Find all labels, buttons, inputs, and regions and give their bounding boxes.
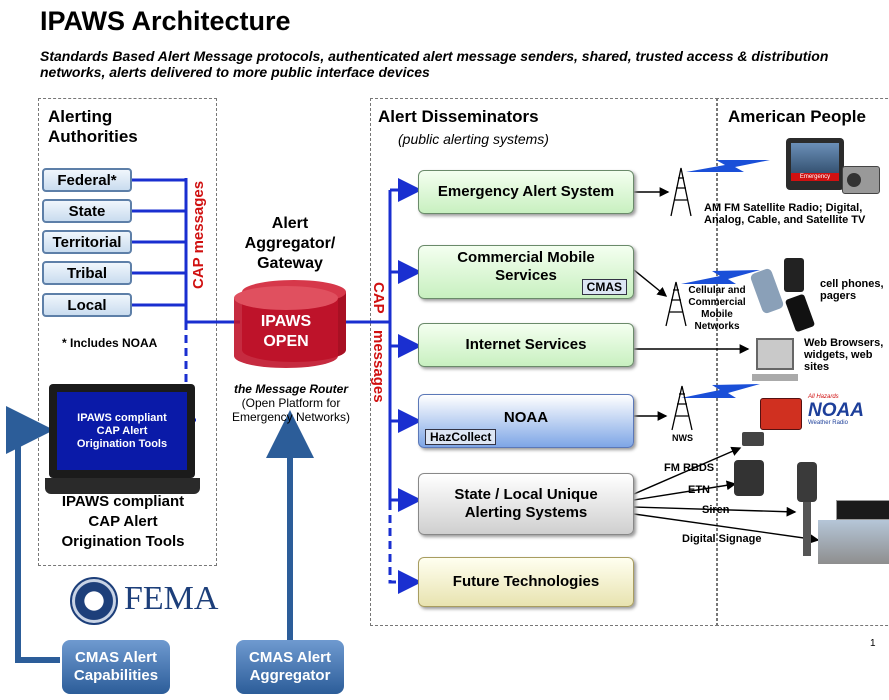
dissem-noaa: NOAA HazCollect <box>418 394 634 448</box>
cmas-aggregator-label: CMAS Alert Aggregator <box>249 649 331 684</box>
noaa-logo-top-text: All Hazards <box>808 394 839 400</box>
dissem-commercial-mobile: Commercial Mobile Services CMAS <box>418 245 634 299</box>
cmas-alert-aggregator-button[interactable]: CMAS Alert Aggregator <box>236 640 344 694</box>
authorities-panel <box>38 98 217 566</box>
authority-tribal: Tribal <box>42 261 132 285</box>
disseminators-panel <box>370 98 718 626</box>
people-panel <box>716 98 889 626</box>
noaa-footnote: * Includes NOAA <box>62 336 158 350</box>
dissem-label: Future Technologies <box>452 573 600 590</box>
fema-logo: FEMA <box>124 580 219 617</box>
dissem-label: Commercial Mobile Services <box>457 249 595 284</box>
database-label: IPAWS OPEN <box>260 313 312 350</box>
disseminators-subheader: (public alerting systems) <box>398 131 549 147</box>
cellular-label: Cellular and Commercial Mobile Networks <box>688 285 746 332</box>
highway-scene-icon <box>818 520 889 564</box>
siren-head-icon <box>797 462 817 502</box>
authority-territorial: Territorial <box>42 230 132 254</box>
tv-icon: Emergency <box>786 138 844 190</box>
fm-rbds-label: FM RBDS <box>664 462 715 474</box>
dhs-seal-icon <box>70 577 118 625</box>
dissem-label: Emergency Alert System <box>437 183 615 200</box>
authority-state: State <box>42 199 132 223</box>
cap-messages-left-label: CAP messages <box>190 180 207 290</box>
dissem-future-technologies: Future Technologies <box>418 557 634 607</box>
people-header: American People <box>728 107 866 126</box>
dissem-label: Internet Services <box>465 336 587 353</box>
dissem-state-local: State / Local Unique Alerting Systems <box>418 473 634 535</box>
laptop-icon: IPAWS compliant CAP Alert Origination To… <box>45 384 200 496</box>
cmas-alert-capabilities-button[interactable]: CMAS Alert Capabilities <box>62 640 170 694</box>
noaa-logo-text: NOAA <box>808 400 864 421</box>
siren-pole-icon <box>803 466 811 556</box>
siren-label: Siren <box>702 504 730 516</box>
cmas-tag: CMAS <box>581 279 627 295</box>
highway-sign-icon <box>836 500 889 520</box>
dissem-internet-services: Internet Services <box>418 323 634 367</box>
authority-federal: Federal* <box>42 168 132 192</box>
pager-icon <box>742 432 764 446</box>
web-label: Web Browsers, widgets, web sites <box>804 337 884 373</box>
radio-icon <box>842 166 880 194</box>
weather-radio-icon <box>760 398 802 430</box>
broadcast-label: AM FM Satellite Radio; Digital, Analog, … <box>704 202 866 226</box>
authorities-header: Alerting Authorities <box>48 107 138 146</box>
telephone-icon <box>734 460 764 496</box>
disseminators-header: Alert Disseminators <box>378 107 539 126</box>
dissem-label: NOAA <box>503 409 549 426</box>
dissem-label: State / Local Unique Alerting Systems <box>454 486 598 521</box>
tools-caption: IPAWS compliant CAP Alert Origination To… <box>61 493 185 550</box>
etn-label: ETN <box>688 484 710 496</box>
page-number: 1 <box>870 638 876 649</box>
page-subtitle: Standards Based Alert Message protocols,… <box>40 48 829 80</box>
computer-icon <box>756 338 794 370</box>
dissem-emergency-alert-system: Emergency Alert System <box>418 170 634 214</box>
hazcollect-tag: HazCollect <box>425 429 497 445</box>
digital-signage-label: Digital Signage <box>682 533 762 545</box>
messages-right-label: messages <box>370 330 387 403</box>
aggregator-label: Alert Aggregator/ Gateway <box>244 215 336 272</box>
keyboard-icon <box>752 374 798 381</box>
nws-label: NWS <box>672 433 693 443</box>
cap-right-label: CAP <box>370 282 387 314</box>
cell-phones-label: cell phones, pagers <box>820 278 884 302</box>
tv-emergency-banner: Emergency <box>791 173 839 181</box>
smartphone-icon <box>784 258 804 292</box>
noaa-logo-bottom-text: Weather Radio <box>808 420 848 426</box>
database-icon <box>234 280 346 368</box>
page-title: IPAWS Architecture <box>40 6 291 36</box>
router-title: the Message Router <box>233 382 349 396</box>
cmas-capabilities-label: CMAS Alert Capabilities <box>73 649 159 684</box>
router-desc: (Open Platform for Emergency Networks) <box>231 396 351 424</box>
authority-local: Local <box>42 293 132 317</box>
laptop-screen-text: IPAWS compliant CAP Alert Origination To… <box>76 411 168 450</box>
noaa-radio-logo: All Hazards NOAA Weather Radio <box>808 394 872 428</box>
